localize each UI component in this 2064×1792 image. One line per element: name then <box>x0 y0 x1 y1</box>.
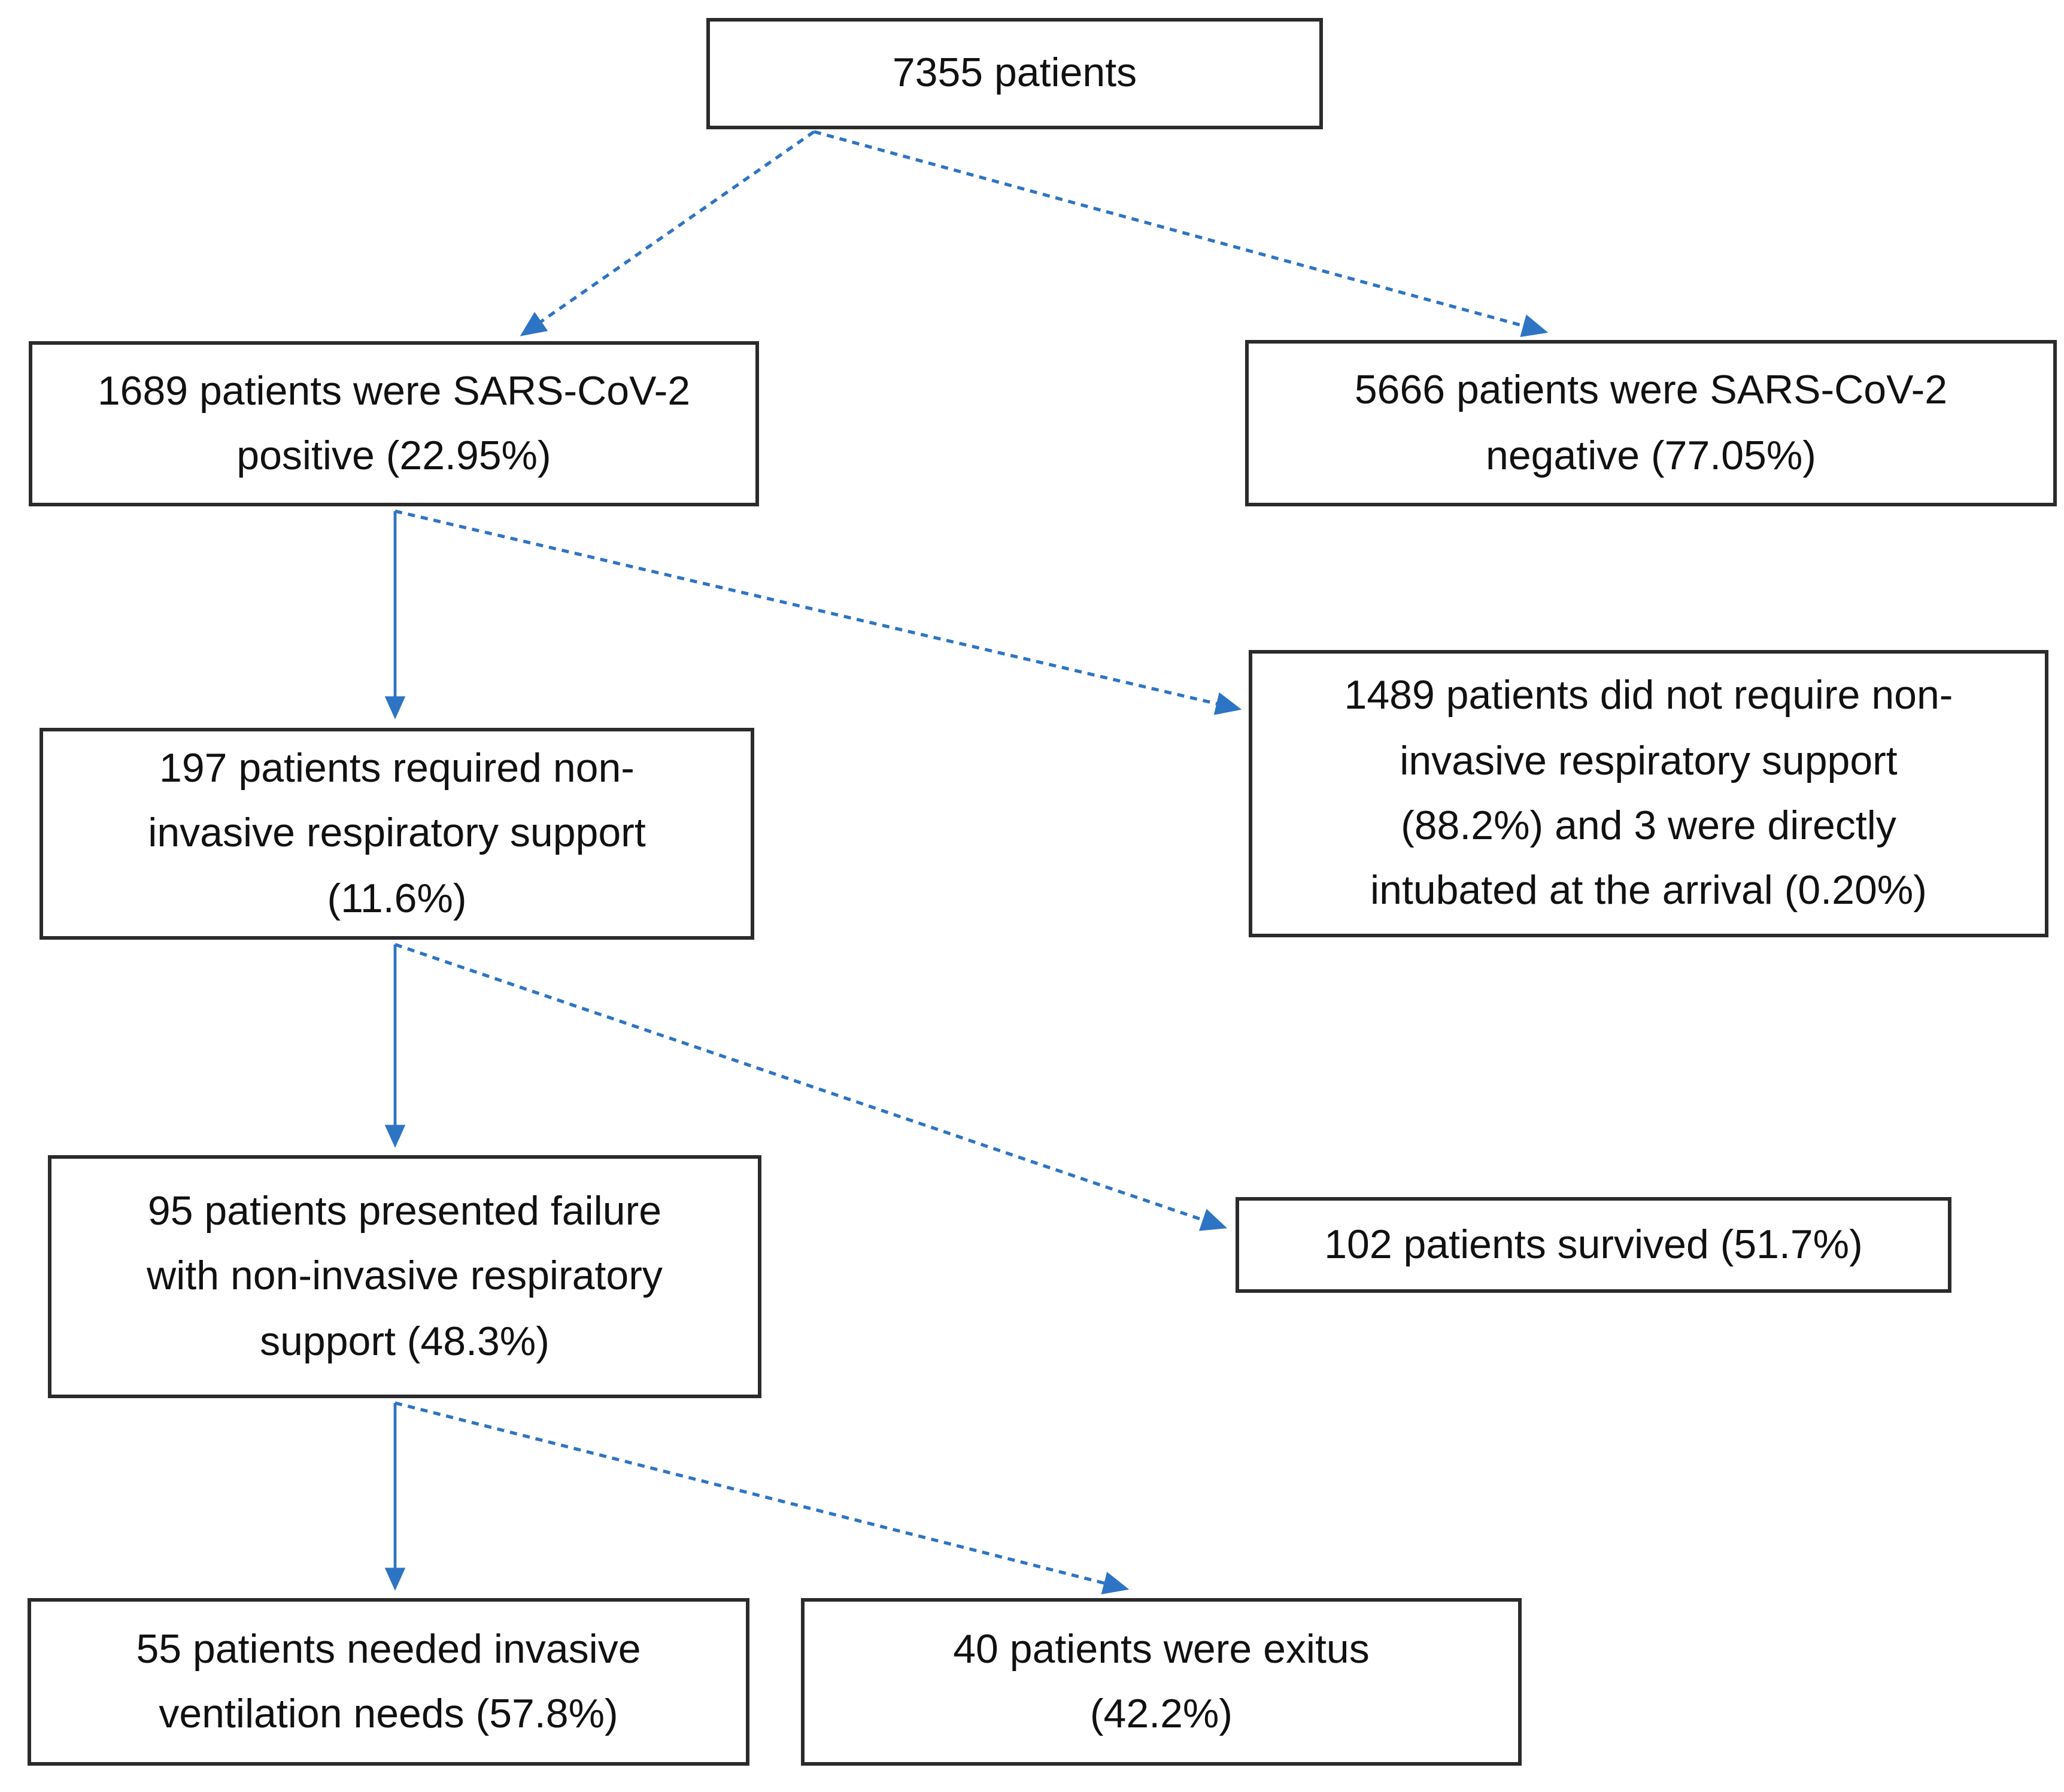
node-niv-required-label: 197 patients required non- invasive resp… <box>148 745 646 922</box>
arrow-niv-required-to-survived <box>394 943 1228 1231</box>
node-invasive-ventilation-label: 55 patients needed invasive ventilation … <box>136 1626 641 1737</box>
node-survived-label: 102 patients survived (51.7%) <box>1324 1222 1863 1268</box>
node-no-niv-required: 1489 patients did not require non- invas… <box>1249 650 2048 937</box>
node-total-patients-label: 7355 patients <box>892 50 1137 96</box>
arrow-niv-failure-to-exitus <box>394 1401 1130 1594</box>
node-exitus-label: 40 patients were exitus (42.2%) <box>953 1626 1370 1737</box>
arrow-total-to-positive <box>520 130 815 336</box>
node-sars-cov2-positive: 1689 patients were SARS-CoV-2 positive (… <box>29 341 759 506</box>
node-sars-cov2-negative: 5666 patients were SARS-CoV-2 negative (… <box>1245 340 2057 506</box>
node-niv-failure-label: 95 patients presented failure with non-i… <box>147 1188 663 1365</box>
node-no-niv-required-label: 1489 patients did not require non- invas… <box>1344 673 1953 914</box>
node-invasive-ventilation: 55 patients needed invasive ventilation … <box>28 1598 749 1766</box>
node-niv-required: 197 patients required non- invasive resp… <box>40 728 754 940</box>
node-total-patients: 7355 patients <box>706 18 1323 129</box>
node-survived: 102 patients survived (51.7%) <box>1236 1197 1951 1293</box>
node-sars-cov2-positive-label: 1689 patients were SARS-CoV-2 positive (… <box>97 368 691 479</box>
node-niv-failure: 95 patients presented failure with non-i… <box>48 1155 761 1398</box>
arrow-positive-to-no-niv-required <box>394 509 1242 715</box>
arrow-total-to-negative <box>814 130 1549 338</box>
node-exitus: 40 patients were exitus (42.2%) <box>801 1598 1522 1766</box>
node-sars-cov2-negative-label: 5666 patients were SARS-CoV-2 negative (… <box>1354 367 1948 478</box>
